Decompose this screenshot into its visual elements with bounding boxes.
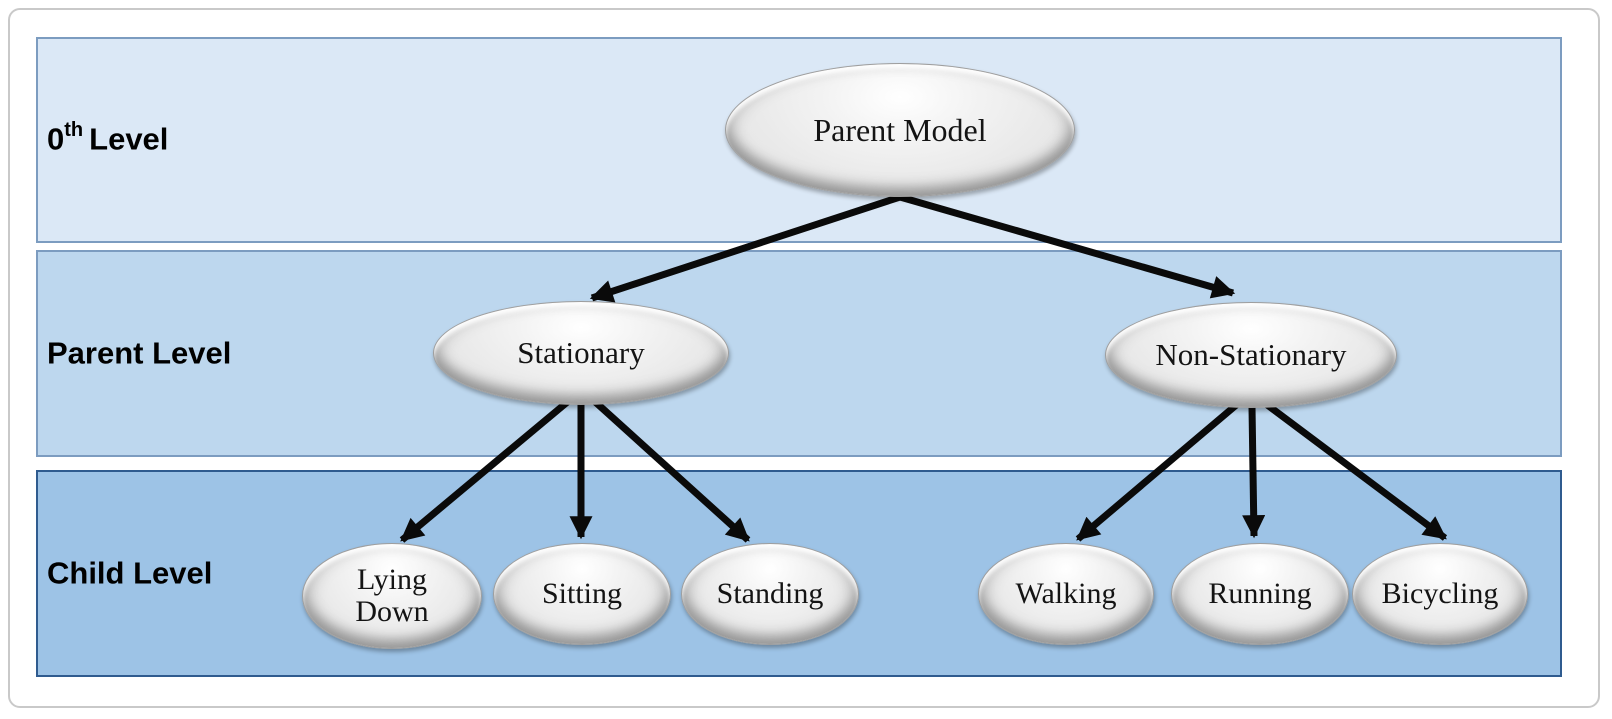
level-0-label-rest: Level: [89, 121, 169, 157]
node-label: Walking: [1015, 576, 1117, 610]
node-standing: Standing: [681, 543, 859, 645]
node-label: Stationary: [517, 335, 645, 371]
node-walking: Walking: [978, 543, 1154, 645]
node-label: Bicycling: [1381, 576, 1499, 610]
level-0-label-main: 0: [47, 121, 65, 157]
level-0-label-sup: th: [64, 119, 84, 142]
outer-frame: [8, 8, 1600, 708]
node-label: Standing: [716, 576, 824, 610]
node-label: Non-Stationary: [1155, 337, 1347, 373]
node-label: Sitting: [541, 576, 623, 610]
node-running: Running: [1171, 543, 1349, 645]
parent-level-label: Parent Level: [47, 334, 232, 370]
node-parent-model: Parent Model: [725, 63, 1075, 197]
node-stationary: Stationary: [433, 301, 729, 405]
node-sitting: Sitting: [493, 543, 671, 645]
node-label: Parent Model: [813, 111, 987, 148]
node-bicycling: Bicycling: [1352, 543, 1528, 645]
child-level-label: Child Level: [47, 554, 213, 590]
node-lying-down: Lying Down: [302, 543, 482, 649]
node-label: Running: [1208, 576, 1312, 610]
node-label: Lying Down: [355, 562, 429, 628]
node-non-stationary: Non-Stationary: [1105, 302, 1397, 408]
